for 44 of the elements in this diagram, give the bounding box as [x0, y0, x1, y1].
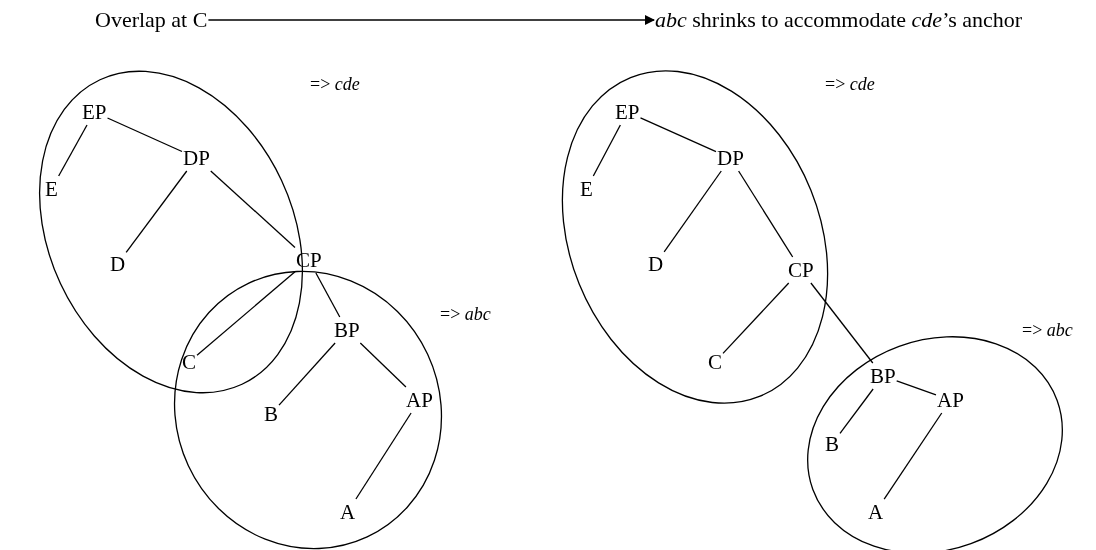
- tree-label: AP: [406, 388, 433, 412]
- phrase-label: => cde: [310, 74, 360, 95]
- heading-text: abc shrinks to accommodate cde’s anchor: [655, 8, 1023, 32]
- tree-branch: [883, 412, 943, 500]
- tree-branch: [810, 282, 874, 364]
- tree-branch: [639, 117, 717, 153]
- tree-branch: [106, 117, 183, 153]
- tree-branch: [196, 271, 296, 356]
- tree-label: EP: [615, 100, 640, 124]
- tree-branch: [359, 342, 407, 388]
- tree-branch: [278, 342, 336, 406]
- tree-branch: [896, 380, 937, 396]
- tree-branch: [722, 282, 790, 355]
- tree-label: E: [580, 177, 593, 201]
- tree-branch: [737, 170, 794, 258]
- tree-label: A: [868, 500, 884, 524]
- tree-label: B: [264, 402, 278, 426]
- tree-branch: [210, 170, 296, 249]
- tree-branch: [663, 170, 722, 253]
- heading-text: Overlap at C: [95, 8, 208, 32]
- tree-label: D: [648, 252, 664, 276]
- phrase-label: => abc: [440, 304, 491, 325]
- tree-label: D: [110, 252, 126, 276]
- tree-label: B: [825, 432, 839, 456]
- phrase-label: => cde: [825, 74, 875, 95]
- tree-label: EP: [82, 100, 107, 124]
- tree-label: AP: [937, 388, 964, 412]
- tree-label: BP: [870, 364, 896, 388]
- arrow: [207, 15, 655, 25]
- tree-branch: [58, 124, 88, 177]
- tree-label: C: [182, 350, 196, 374]
- phrase-label: => abc: [1022, 320, 1073, 341]
- tree-label: E: [45, 177, 58, 201]
- tree-branch: [839, 388, 874, 434]
- tree-branch: [592, 124, 621, 177]
- tree-label: BP: [334, 318, 360, 342]
- tree-branch: [125, 170, 188, 254]
- tree-label: C: [708, 350, 722, 374]
- tree-branch: [315, 272, 341, 318]
- tree-label: DP: [183, 146, 210, 170]
- tree-branch: [355, 412, 412, 500]
- tree-label: CP: [788, 258, 814, 282]
- tree-label: A: [340, 500, 356, 524]
- tree-label: DP: [717, 146, 744, 170]
